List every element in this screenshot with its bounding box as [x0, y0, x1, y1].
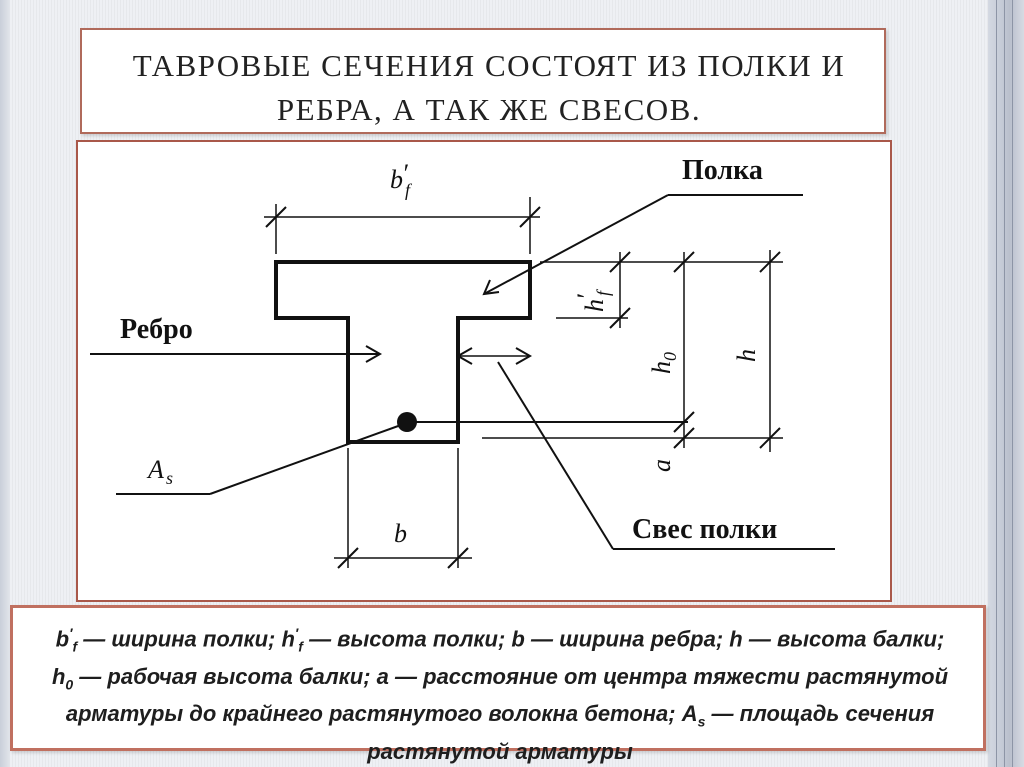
as-label: A s	[146, 455, 173, 488]
title-line-2: ребра, а так же свесов.	[276, 92, 702, 127]
web-arrowhead	[365, 345, 383, 363]
title-box: Тавровые сечения состоят из полки и ребр…	[80, 28, 886, 134]
as-label-sub: s	[166, 468, 173, 488]
legend-line-4: растянутой арматуры	[367, 738, 633, 764]
bf-label-main: b	[390, 165, 403, 194]
dim-h0-tick-top	[673, 251, 695, 273]
dim-h-tick-bottom	[759, 427, 781, 449]
dim-a-tick-bottom	[673, 427, 695, 449]
hf-label-sup: ′	[572, 294, 601, 300]
stripe-line	[1004, 0, 1005, 767]
slide-title: Тавровые сечения состоят из полки и ребр…	[104, 44, 874, 132]
h0-label-main: h	[647, 361, 676, 374]
legend-h0-text: — рабочая высота балки; a — расстояние о…	[73, 663, 949, 689]
flange-arrowhead	[482, 279, 500, 296]
legend-text: b′f — ширина полки; h′f — высота полки; …	[25, 618, 975, 767]
legend-line-2: h0 — рабочая высота балки; a — расстояни…	[25, 662, 975, 699]
legend-bf-sub: f	[72, 638, 78, 655]
dim-b-tick-right	[447, 547, 469, 569]
bf-label-sub: f	[405, 180, 413, 200]
legend-as-text: — площадь сечения	[705, 701, 935, 727]
overhang-leader	[497, 361, 614, 550]
web-label: Ребро	[120, 314, 193, 345]
dim-hf-tick-bottom	[609, 307, 631, 329]
legend-h0-sub: 0	[65, 676, 74, 693]
reinforcement-bar-dot	[397, 412, 417, 432]
stripe-line	[996, 0, 997, 767]
as-leader	[209, 424, 402, 495]
stripe-line	[1012, 0, 1013, 767]
dim-h-tick-top	[759, 251, 781, 273]
legend-line-1: b′f — ширина полки; h′f — высота полки; …	[25, 618, 975, 662]
as-label-main: A	[146, 455, 164, 484]
legend-bf-symbol: b	[55, 626, 70, 652]
b-label: b	[394, 519, 407, 548]
right-edge-stripe	[988, 0, 1024, 767]
h0-label-sub: 0	[660, 352, 680, 361]
overhang-arrow-left	[455, 347, 473, 365]
legend-h0-symbol: h	[51, 663, 66, 689]
bf-label: b ′ f	[390, 159, 413, 200]
h-label: h	[732, 349, 761, 362]
overhang-arrow-right	[515, 347, 533, 365]
legend-as-sub: s	[697, 713, 706, 730]
bf-label-sup: ′	[402, 159, 408, 188]
title-line-1: Тавровые сечения состоят из полки и	[132, 48, 846, 83]
a-label: a	[647, 459, 676, 472]
dim-h0-tick-bottom	[673, 411, 695, 433]
dim-bf-tick-left	[265, 206, 287, 228]
h0-label: h 0	[647, 352, 680, 374]
hf-label-sub: f	[593, 288, 613, 296]
legend-bf-prime: ′	[69, 625, 73, 641]
dim-bf-tick-right	[519, 206, 541, 228]
t-section-drawing: Полка Ребро Свес полки A s b ′ f h ′ f h…	[90, 155, 835, 569]
hf-label-main: h	[580, 299, 609, 312]
t-section-outline	[274, 260, 532, 444]
legend-line-3: арматуры до крайнего растянутого волокна…	[25, 699, 975, 736]
dim-hf-tick-top	[609, 251, 631, 273]
legend-bf-text: — ширина полки;	[77, 626, 282, 652]
left-edge-stripe	[0, 0, 10, 767]
flange-leader-arrow	[483, 194, 669, 295]
legend-hf-text: — высота полки; b — ширина ребра; h — вы…	[302, 626, 945, 652]
legend-hf-prime: ′	[294, 625, 299, 641]
legend-line3-text: арматуры до крайнего растянутого волокна…	[65, 701, 698, 727]
hf-label: h ′ f	[572, 288, 613, 312]
legend-hf-sub: f	[298, 638, 303, 655]
flange-label: Полка	[682, 155, 763, 186]
dim-b-tick-left	[337, 547, 359, 569]
t-section-diagram: Полка Ребро Свес полки A s b ′ f h ′ f h…	[76, 140, 892, 602]
legend-hf-symbol: h	[281, 626, 295, 652]
legend-box: b′f — ширина полки; h′f — высота полки; …	[10, 605, 986, 764]
overhang-label: Свес полки	[632, 514, 777, 545]
